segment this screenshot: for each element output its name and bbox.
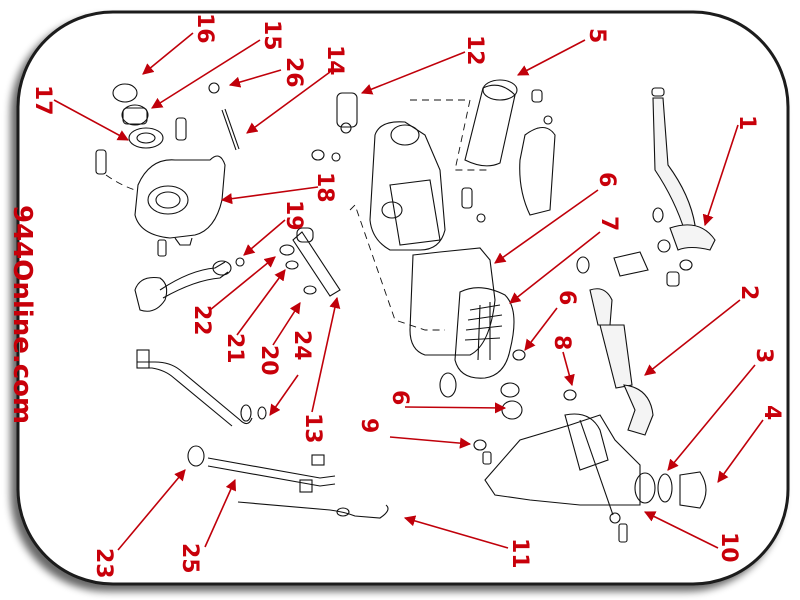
callout-17: 17 [30,85,55,116]
callout-16: 16 [192,13,217,44]
callout-23: 23 [91,548,116,579]
arrow-16 [142,32,194,75]
arrow-19 [243,219,286,256]
callout-6c: 6 [387,390,412,405]
callout-18: 18 [312,172,337,203]
arrow-17 [53,99,129,141]
callout-10: 10 [716,532,741,563]
callout-4: 4 [759,405,784,420]
arrow-1 [702,124,739,227]
arrow-23 [117,469,186,551]
callout-15: 15 [259,20,284,51]
oil-tube-group [136,349,267,427]
arrow-13 [311,296,341,413]
arrow-2 [644,299,741,376]
arrow-5 [517,39,586,76]
callout-2: 2 [736,285,761,300]
pickup-group [134,257,245,312]
arrow-10 [643,511,719,549]
callout-9: 9 [356,418,381,433]
callout-8: 8 [549,335,574,350]
nut-part [208,82,220,94]
diagram-frame [16,10,790,586]
arrow-20 [272,302,301,346]
arrow-18 [220,186,319,205]
arrow-9 [389,436,472,449]
callout-26: 26 [281,57,306,88]
callout-6a: 6 [594,172,619,187]
callout-19: 19 [281,200,306,231]
arrow-22 [209,256,276,311]
callout-11: 11 [507,538,532,569]
oil-filter-group [461,79,556,223]
arrow-6b [524,307,558,351]
callout-12: 12 [462,35,487,66]
callout-arrows [53,32,764,551]
sender-group [311,92,358,162]
oil-filter-housing-group [349,99,488,331]
arrow-15 [151,39,261,109]
arrow-3 [667,364,756,471]
arrow-11 [403,515,509,549]
callout-labels: 1 2 3 4 5 6 7 6 8 6 9 10 11 12 13 14 15 … [30,13,784,579]
callout-14: 14 [322,45,347,76]
gear-part [128,127,164,149]
arrow-14 [246,71,331,134]
callout-24: 24 [289,330,314,361]
dipstick-group [187,445,389,519]
callout-6b: 6 [554,290,579,305]
callout-21: 21 [222,333,247,364]
oil-pump-group [95,82,240,257]
coolant-hose-group [576,87,716,287]
arrow-8 [562,351,575,387]
arrow-6a [494,189,599,264]
callout-5: 5 [584,28,609,43]
arrow-7 [509,231,601,304]
arrow-21 [236,269,286,336]
ring-part [112,83,138,103]
callout-20: 20 [256,345,281,376]
arrow-25 [204,478,236,548]
pressure-valve-group [279,227,341,297]
lower-hose-group [589,288,654,436]
callout-1: 1 [734,115,759,130]
arrow-6c [404,402,507,414]
arrow-26 [228,69,282,88]
callout-3: 3 [751,348,776,363]
callout-25: 25 [177,543,202,574]
callout-7: 7 [596,216,621,231]
watermark: 944Online.com [7,205,37,424]
cooler-housing-group [473,389,707,543]
arrow-24 [269,374,299,416]
callout-22: 22 [189,305,214,336]
callout-13: 13 [300,413,325,444]
arrow-12 [360,51,466,95]
arrow-4 [717,419,764,483]
